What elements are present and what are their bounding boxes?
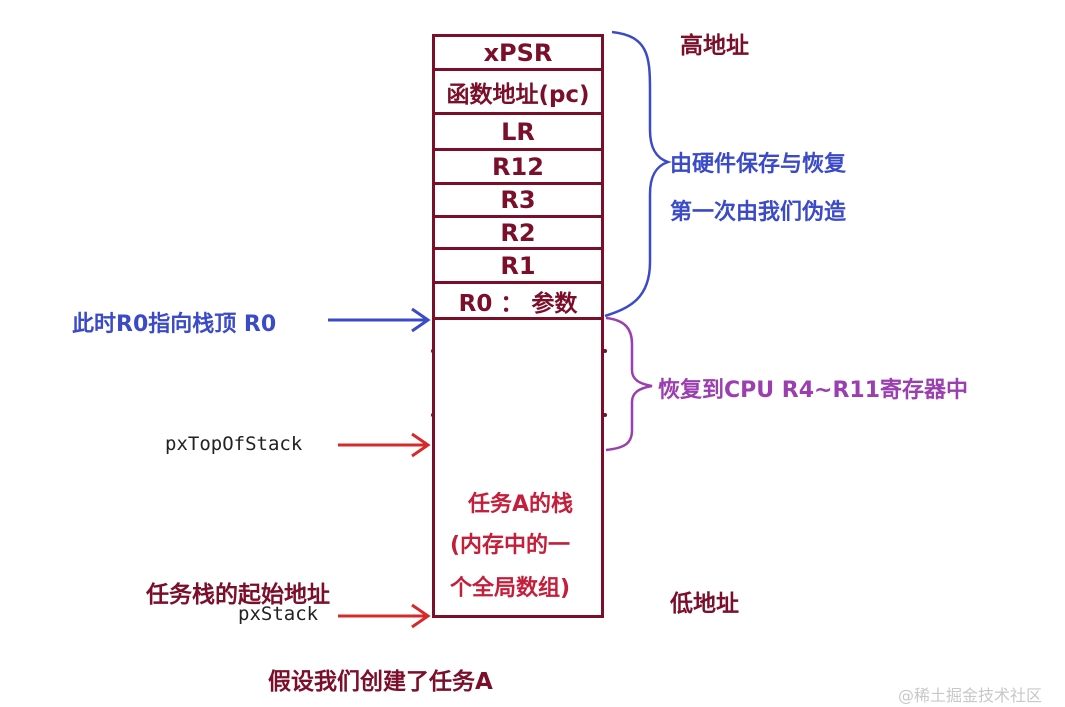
faked-first-label: 第一次由我们伪造 [670, 200, 847, 225]
stack-dot [431, 349, 435, 353]
stack-cell-r2: R2 [435, 218, 601, 250]
px-top-of-stack-arrow [338, 432, 431, 458]
task-stack: xPSR 函数地址(pc) LR R12 R3 R2 R1 R0 ： 参数 [431, 34, 607, 618]
hardware-saved-brace [604, 30, 672, 318]
stack-cell-r12: R12 [435, 151, 601, 185]
stack-cell-xpsr: xPSR [435, 37, 601, 71]
stack-cell-pc: 函数地址(pc) [435, 71, 601, 115]
r0-arrow [328, 307, 431, 333]
px-top-of-stack-label: pxTopOfStack [165, 433, 303, 455]
stack-dot [603, 349, 607, 353]
stack-dot [431, 413, 435, 417]
stack-inner-label-2: (内存中的一 [450, 533, 571, 558]
stack-cell-r1: R1 [435, 250, 601, 284]
r0-pointer-label: 此时R0指向栈顶 R0 [72, 312, 277, 337]
stack-cell-r3: R3 [435, 185, 601, 218]
hardware-saved-label: 由硬件保存与恢复 [670, 152, 847, 177]
watermark: @稀土掘金技术社区 [898, 686, 1043, 705]
high-address-label: 高地址 [680, 33, 749, 59]
px-stack-arrow [338, 603, 431, 629]
caption: 假设我们创建了任务A [268, 669, 493, 695]
stack-inner-label-3: 个全局数组) [450, 576, 571, 601]
stack-inner-label-1: 任务A的栈 [468, 492, 574, 517]
restore-registers-label: 恢复到CPU R4~R11寄存器中 [658, 378, 969, 403]
stack-cell-r0: R0 ： 参数 [435, 284, 601, 320]
low-address-label: 低地址 [670, 591, 739, 617]
stack-cell-lr: LR [435, 115, 601, 151]
px-stack-label: pxStack [238, 603, 319, 625]
stack-start-label: 任务栈的起始地址 [146, 582, 330, 608]
restore-registers-brace [605, 316, 653, 452]
stack-dot [603, 413, 607, 417]
